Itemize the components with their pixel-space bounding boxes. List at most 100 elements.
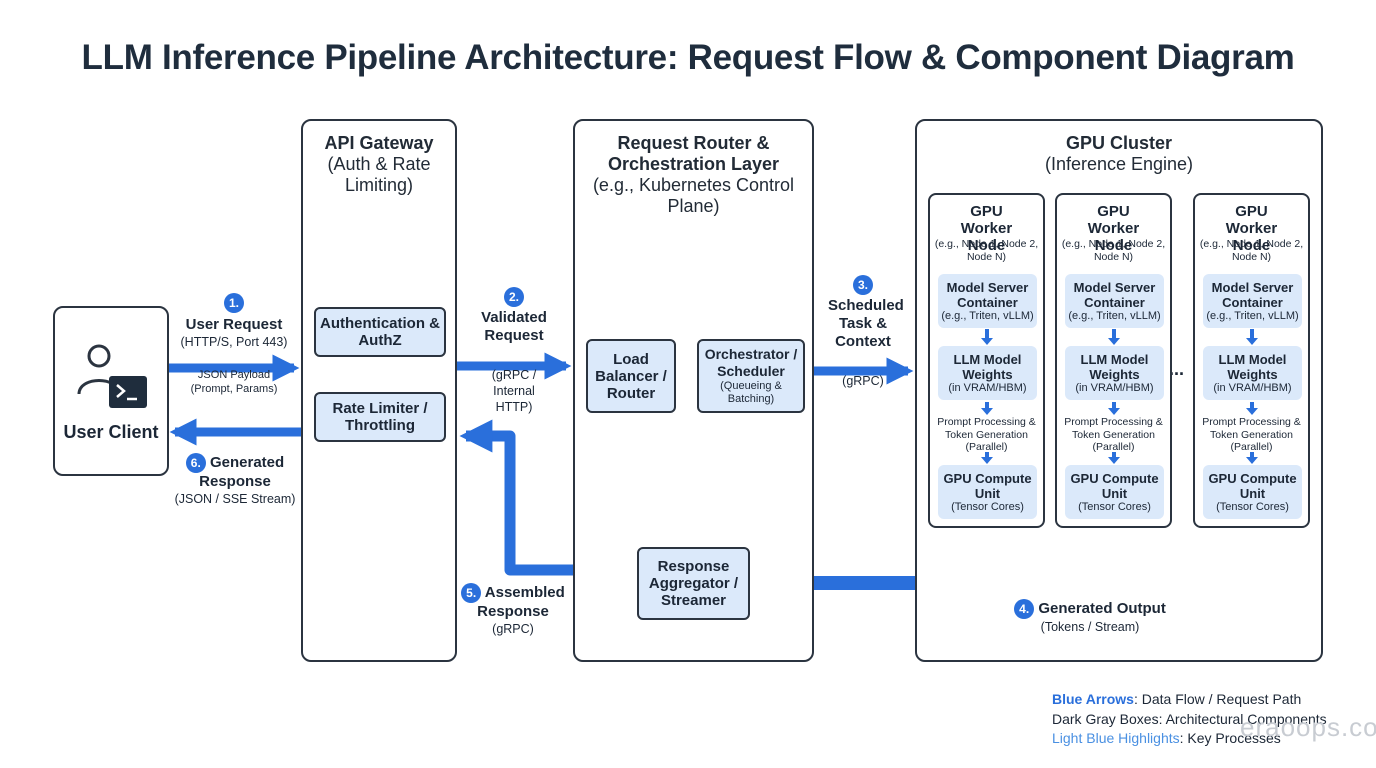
gpu-node-title: GPU Worker Node [1225, 203, 1278, 254]
step-4-sub: (Tokens / Stream) [1040, 620, 1140, 634]
model-weights-sub: (in VRAM/HBM) [948, 381, 1027, 394]
down-arrow-2 [1246, 402, 1258, 415]
model-weights-title: LLM Model Weights [953, 351, 1022, 382]
step-3-title: Scheduled Task & Context [828, 297, 904, 350]
user-client-label: User Client [63, 422, 159, 442]
gpu-worker-node: GPU Worker Node(e.g., Node 1, Node 2, No… [1193, 193, 1310, 528]
gpu-compute-sub: (Tensor Cores) [951, 500, 1024, 513]
legend-blue-value: : Data Flow / Request Path [1133, 691, 1302, 707]
down-arrow-3 [1246, 452, 1258, 464]
api-gateway-panel: API Gateway (Auth & Rate Limiting) Authe… [301, 119, 457, 662]
model-server-container: Model Server Container(e.g., Triten, vLL… [1065, 274, 1164, 328]
prompt-processing: Prompt Processing & Token Generation (Pa… [1064, 416, 1163, 453]
step-6-title: Generated Response [199, 453, 285, 490]
model-server-sub: (e.g., Triten, vLLM) [1206, 309, 1299, 322]
api-gateway-title: API Gateway [324, 133, 434, 153]
legend-gray: Dark Gray Boxes: Architectural Component… [1052, 710, 1327, 727]
step-6-label: 6. Generated Response (JSON / SSE Stream… [172, 453, 298, 507]
router-subtitle: (e.g., Kubernetes Control Plane) [592, 175, 795, 216]
step-1-note: JSON Payload (Prompt, Params) [190, 369, 278, 395]
step-5-label: 5. Assembled Response (gRPC) [456, 583, 570, 637]
gpu-compute-unit: GPU Compute Unit(Tensor Cores) [1203, 465, 1302, 519]
model-weights: LLM Model Weights(in VRAM/HBM) [938, 346, 1037, 400]
step-4-title: Generated Output [1038, 599, 1166, 617]
step-1-title: User Request [185, 316, 283, 333]
step-2-label: 2. Validated Request (gRPC / Internal HT… [462, 287, 566, 415]
gpu-compute-unit: GPU Compute Unit(Tensor Cores) [938, 465, 1037, 519]
step-5-sub: (gRPC) [492, 622, 534, 636]
router-title: Request Router & Orchestration Layer [607, 133, 780, 174]
step-3-sub: (gRPC) [842, 374, 884, 388]
user-client-box: User Client [53, 306, 169, 476]
prompt-processing: Prompt Processing & Token Generation (Pa… [937, 416, 1036, 453]
step-6-heading: 6. Generated Response [172, 453, 298, 491]
response-aggregator-label: Response Aggregator / Streamer [648, 558, 739, 609]
step-2-badge: 2. [504, 287, 524, 307]
rate-limiter-box: Rate Limiter / Throttling [314, 392, 446, 442]
prompt-processing: Prompt Processing & Token Generation (Pa… [1202, 416, 1301, 453]
gpu-cluster-title: GPU Cluster [1065, 133, 1173, 153]
gpu-node-title: GPU Worker Node [1087, 203, 1140, 254]
load-balancer-box: Load Balancer / Router [586, 339, 676, 413]
diagram-title: LLM Inference Pipeline Architecture: Req… [81, 38, 1295, 77]
down-arrow-3 [1108, 452, 1120, 464]
legend: Blue Arrows: Data Flow / Request Path Da… [1052, 690, 1327, 749]
down-arrow-2 [1108, 402, 1120, 415]
gpu-worker-node: GPU Worker Node(e.g., Node 1, Node 2, No… [1055, 193, 1172, 528]
rate-limiter-label: Rate Limiter / Throttling [332, 400, 428, 434]
gpu-ellipsis: ... [1169, 359, 1185, 379]
model-server-sub: (e.g., Triten, vLLM) [1068, 309, 1161, 322]
authentication-box: Authentication & AuthZ [314, 307, 446, 357]
gpu-node-examples: (e.g., Node 1, Node 2, Node N) [1199, 238, 1304, 263]
step-5-title: Assembled Response [477, 583, 565, 620]
model-weights: LLM Model Weights(in VRAM/HBM) [1203, 346, 1302, 400]
model-server-title: Model Server Container [1073, 279, 1156, 310]
model-weights-sub: (in VRAM/HBM) [1075, 381, 1154, 394]
gpu-compute-title: GPU Compute Unit [943, 470, 1032, 501]
legend-blue: Blue Arrows: Data Flow / Request Path [1052, 690, 1327, 710]
gpu-compute-sub: (Tensor Cores) [1216, 500, 1289, 513]
orchestrator-box: Orchestrator / Scheduler (Queueing & Bat… [697, 339, 805, 413]
down-arrow-1 [981, 329, 993, 345]
model-server-container: Model Server Container(e.g., Triten, vLL… [938, 274, 1037, 328]
legend-light: Light Blue Highlights: Key Processes [1052, 729, 1327, 749]
step-2-sub: (gRPC / Internal HTTP) [491, 368, 537, 414]
user-terminal-icon [77, 344, 147, 408]
authentication-label: Authentication & AuthZ [320, 315, 440, 349]
step-5-heading: 5. Assembled Response [456, 583, 570, 621]
model-server-container: Model Server Container(e.g., Triten, vLL… [1203, 274, 1302, 328]
response-aggregator-box: Response Aggregator / Streamer [637, 547, 750, 620]
model-server-sub: (e.g., Triten, vLLM) [941, 309, 1034, 322]
step-3-label: 3. Scheduled Task & Context (gRPC) [816, 275, 910, 389]
down-arrow-2 [981, 402, 993, 415]
load-balancer-label: Load Balancer / Router [595, 350, 667, 402]
model-weights-title: LLM Model Weights [1080, 351, 1149, 382]
down-arrow-1 [1246, 329, 1258, 345]
orchestrator-sub: (Queueing & Batching) [720, 380, 782, 405]
model-weights-sub: (in VRAM/HBM) [1213, 381, 1292, 394]
gpu-node-examples: (e.g., Node 1, Node 2, Node N) [934, 238, 1039, 263]
legend-light-key: Light Blue Highlights [1052, 730, 1180, 746]
step-3-badge: 3. [853, 275, 873, 295]
step-4-heading: 4. Generated Output [990, 599, 1190, 619]
step-2-title: Validated Request [481, 309, 547, 344]
gpu-cluster-subtitle: (Inference Engine) [1044, 154, 1194, 174]
step-5-badge: 5. [461, 583, 482, 603]
gpu-compute-sub: (Tensor Cores) [1078, 500, 1151, 513]
legend-blue-key: Blue Arrows [1052, 691, 1134, 707]
down-arrow-3 [981, 452, 993, 464]
watermark: eraoops.com [1240, 712, 1376, 742]
step-6-badge: 6. [185, 453, 206, 473]
step-4-badge: 4. [1014, 599, 1035, 619]
gpu-worker-node: GPU Worker Node(e.g., Node 1, Node 2, No… [928, 193, 1045, 528]
down-arrow-1 [1108, 329, 1120, 345]
step-1-sub: (HTTP/S, Port 443) [180, 335, 288, 349]
gpu-node-examples: (e.g., Node 1, Node 2, Node N) [1061, 238, 1166, 263]
step-6-sub: (JSON / SSE Stream) [174, 492, 296, 506]
gpu-compute-title: GPU Compute Unit [1208, 470, 1297, 501]
step-1-badge: 1. [224, 293, 244, 313]
api-gateway-subtitle: (Auth & Rate Limiting) [327, 154, 431, 195]
model-server-title: Model Server Container [1211, 279, 1294, 310]
gpu-node-title: GPU Worker Node [960, 203, 1013, 254]
gpu-compute-title: GPU Compute Unit [1070, 470, 1159, 501]
